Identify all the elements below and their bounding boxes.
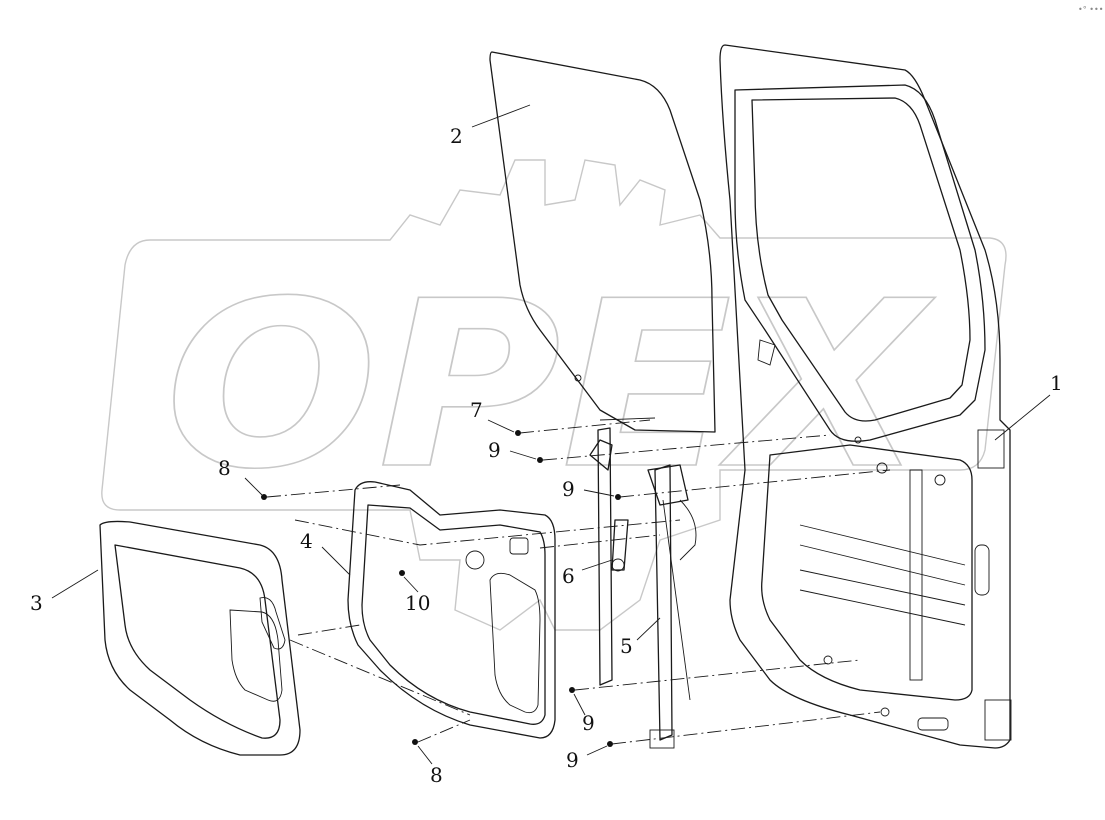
leader-line-9 bbox=[509, 450, 537, 460]
assembly-line bbox=[611, 711, 881, 745]
callout-7: 7 bbox=[470, 398, 483, 422]
door-hinge-upper bbox=[977, 429, 1005, 469]
callout-8: 8 bbox=[218, 456, 231, 480]
assembly-line bbox=[297, 624, 361, 636]
leader-line-9 bbox=[583, 489, 615, 497]
door-window-frame-inner bbox=[751, 97, 971, 422]
fastener-8 bbox=[261, 494, 267, 500]
door-hole bbox=[854, 436, 862, 444]
callout-9: 9 bbox=[488, 438, 501, 462]
inner-panel-outline bbox=[347, 481, 556, 739]
leader-line-9 bbox=[586, 745, 608, 756]
glass-mount-hole bbox=[574, 374, 582, 382]
callout-3: 3 bbox=[30, 591, 43, 615]
fastener-7 bbox=[515, 430, 521, 436]
callout-4: 4 bbox=[300, 529, 313, 553]
door-hole bbox=[876, 462, 888, 474]
assembly-line bbox=[619, 469, 891, 498]
assembly-line bbox=[519, 419, 651, 434]
callout-9: 9 bbox=[582, 711, 595, 735]
callout-10: 10 bbox=[405, 591, 430, 615]
watermark-gear-outline bbox=[101, 159, 1007, 631]
callout-6: 6 bbox=[562, 564, 575, 588]
door-hole bbox=[880, 707, 890, 717]
door-lower-slot bbox=[917, 717, 949, 731]
door-shell bbox=[719, 44, 1012, 749]
regulator-rail-bracket bbox=[589, 439, 613, 471]
assembly-line bbox=[266, 484, 401, 498]
trim-panel-handle-recess bbox=[229, 609, 283, 702]
fastener-9 bbox=[537, 457, 543, 463]
inner-panel-recess bbox=[489, 572, 541, 714]
callout-8: 8 bbox=[430, 763, 443, 787]
inner-panel-inner-rim bbox=[361, 504, 546, 725]
fastener-9 bbox=[607, 741, 613, 747]
leader-line-6 bbox=[581, 559, 613, 571]
assembly-line bbox=[417, 719, 471, 743]
leader-line-5 bbox=[636, 617, 661, 641]
callout-2: 2 bbox=[450, 124, 463, 148]
callout-9: 9 bbox=[562, 477, 575, 501]
leader-line-7 bbox=[487, 419, 515, 433]
door-rail-line bbox=[799, 524, 966, 566]
trim-panel bbox=[99, 520, 301, 756]
assembly-line bbox=[289, 639, 471, 716]
leader-line-4 bbox=[321, 546, 351, 576]
regulator-handle-knob bbox=[611, 558, 625, 572]
leader-line-8 bbox=[244, 477, 263, 496]
door-vertical-beam bbox=[909, 469, 923, 681]
leader-line-2 bbox=[471, 104, 531, 128]
door-rail-line bbox=[799, 544, 966, 586]
leader-lines bbox=[51, 104, 1051, 765]
callout-1: 1 bbox=[1050, 371, 1063, 395]
regulator-guide-rail bbox=[597, 427, 613, 686]
assembly-line bbox=[294, 519, 681, 546]
fasteners bbox=[261, 430, 621, 747]
door-slot bbox=[974, 544, 990, 596]
door-glass bbox=[489, 51, 716, 433]
door-mirror-mount bbox=[757, 339, 776, 366]
watermark: OPEX bbox=[101, 159, 1007, 631]
regulator-foot bbox=[649, 729, 675, 749]
door-window-frame-outer bbox=[734, 84, 986, 442]
glass-bottom-rail bbox=[599, 417, 656, 421]
inner-panel bbox=[347, 481, 556, 739]
inner-panel-mount bbox=[509, 537, 529, 555]
door-hinge-lower bbox=[984, 699, 1012, 741]
regulator-handle-lever bbox=[611, 519, 629, 571]
callouts: 1 2 3 4 5 6 7 8 8 9 9 9 9 10 bbox=[30, 124, 1063, 787]
fastener-8 bbox=[412, 739, 418, 745]
assembly-line bbox=[539, 534, 661, 549]
leader-line-8 bbox=[417, 745, 433, 765]
assembly-line bbox=[574, 659, 861, 691]
regulator-cable bbox=[662, 499, 691, 701]
leader-line-3 bbox=[51, 569, 99, 599]
callout-5: 5 bbox=[620, 634, 633, 658]
regulator-main-rail bbox=[654, 464, 673, 741]
leader-line-1 bbox=[994, 394, 1051, 441]
door-shell-outline bbox=[719, 44, 1011, 749]
door-rail-line bbox=[799, 589, 966, 626]
trim-panel-outline bbox=[99, 520, 301, 756]
door-hole bbox=[934, 474, 946, 486]
fastener-10 bbox=[399, 570, 405, 576]
watermark-text: OPEX bbox=[165, 253, 936, 520]
trim-panel-inner bbox=[114, 544, 281, 739]
callout-9: 9 bbox=[566, 748, 579, 772]
fastener-9 bbox=[569, 687, 575, 693]
door-rail-line bbox=[799, 569, 966, 606]
leader-line-9 bbox=[573, 693, 586, 716]
inner-panel-hole bbox=[465, 550, 485, 570]
door-glass-outline bbox=[489, 51, 716, 433]
assembly-lines bbox=[266, 419, 891, 745]
corner-mark: •° ••• bbox=[1078, 5, 1103, 14]
regulator-drum bbox=[679, 499, 697, 561]
leader-line-10 bbox=[403, 576, 419, 593]
assembly-line bbox=[542, 434, 831, 461]
door-inner-cavity bbox=[761, 444, 973, 701]
trim-panel-pocket bbox=[259, 597, 286, 650]
fastener-9 bbox=[615, 494, 621, 500]
door-hole bbox=[823, 655, 833, 665]
